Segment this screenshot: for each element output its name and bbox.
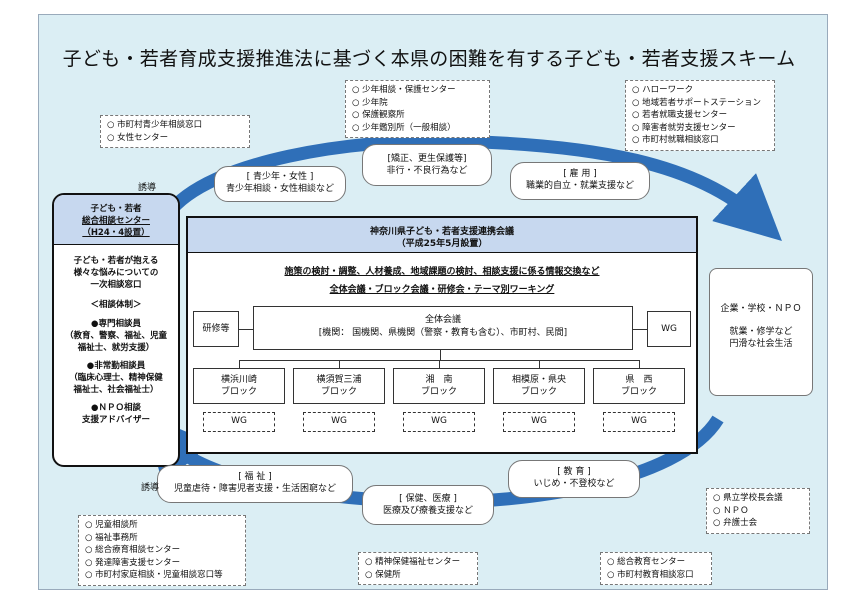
block-suffix: ブロック [620,387,657,397]
block-wg: WG [403,412,475,432]
wg-box-right: WG [647,311,691,347]
page-title: 子ども・若者育成支援推進法に基づく本県の困難を有する子ども・若者支援スキーム [62,48,796,70]
block-wg: WG [203,412,275,432]
connector-left [239,329,253,330]
list-employment: ハローワーク地域若者サポートステーション若者就職支援センター障害者就労支援センタ… [625,80,775,151]
block-wg: WG [603,412,675,432]
block-wg: WG [503,412,575,432]
guide-label-bottom: 誘導 [141,483,160,493]
list-medical: 精神保健福祉センター保健所 [358,552,478,585]
block-connector [339,360,340,368]
list-city-youth: 市町村青少年相談窓口女性センター [100,115,250,148]
block-box: 横浜川崎ブロック [193,368,285,404]
block-box: 相模原・県央ブロック [493,368,585,404]
council-meetings: 全体会議・ブロック会議・研修会・テーマ別ワーキング [329,285,555,295]
block-wg: WG [303,412,375,432]
block-box: 湘 南ブロック [393,368,485,404]
oval-youth: [ 青少年・女性 ]青少年相談・女性相談など [214,166,346,202]
list-principals: 県立学校長会議ＮＰＯ弁護士会 [706,488,810,534]
block-name: 横須賀三浦 [316,375,362,385]
block-name: 県 西 [625,375,653,385]
connector-right [633,329,647,330]
guide-label-top: 誘導 [138,183,157,193]
list-correction: 少年相談・保護センター少年院保護観察所少年鑑別所（一般相談） [345,80,490,138]
block-name: 横浜川崎 [220,375,257,385]
block-connector [239,360,240,368]
block-suffix: ブロック [520,387,557,397]
council-header: 神奈川県子ども・若者支援連携会議（平成25年5月設置） [188,218,696,253]
general-meeting-box: 全体会議[機関： 国機関、県機関（警察・教育も含む）、市町村、民間] [253,306,633,350]
council-purpose: 施策の検討・調整、人材養成、地域課題の検討、相談支援に係る情報交換など [284,267,600,277]
list-education: 総合教育センター市町村教育相談窓口 [600,552,712,585]
list-welfare: 児童相談所福祉事務所総合療育相談センター発達障害支援センター市町村家庭相談・児童… [78,515,246,586]
block-suffix: ブロック [320,387,357,397]
block-name: 湘 南 [425,375,453,385]
block-connector [639,360,640,368]
block-name: 相模原・県央 [511,375,566,385]
block-suffix: ブロック [220,387,257,397]
oval-medical: [ 保健、医療 ]医療及び療養支援など [362,485,494,525]
connector-bar [240,360,640,361]
consultation-center: 子ども・若者総合相談センター（H24・4設置） 子ども・若者が抱える様々な悩みに… [52,193,180,467]
connector-down [440,350,441,360]
block-connector [539,360,540,368]
oval-correction: [矯正、更生保護等]非行・不良行為など [362,144,492,186]
oval-welfare: [ 福 祉 ]児童虐待・障害児者支援・生活困窮など [157,465,353,503]
block-suffix: ブロック [420,387,457,397]
block-box: 県 西ブロック [593,368,685,404]
training-box: 研修等 [193,311,239,347]
oval-education: [ 教 育 ]いじめ・不登校など [508,460,640,498]
block-box: 横須賀三浦ブロック [293,368,385,404]
block-connector [439,360,440,368]
oval-employment: [ 雇 用 ]職業的自立・就業支援など [510,162,650,200]
